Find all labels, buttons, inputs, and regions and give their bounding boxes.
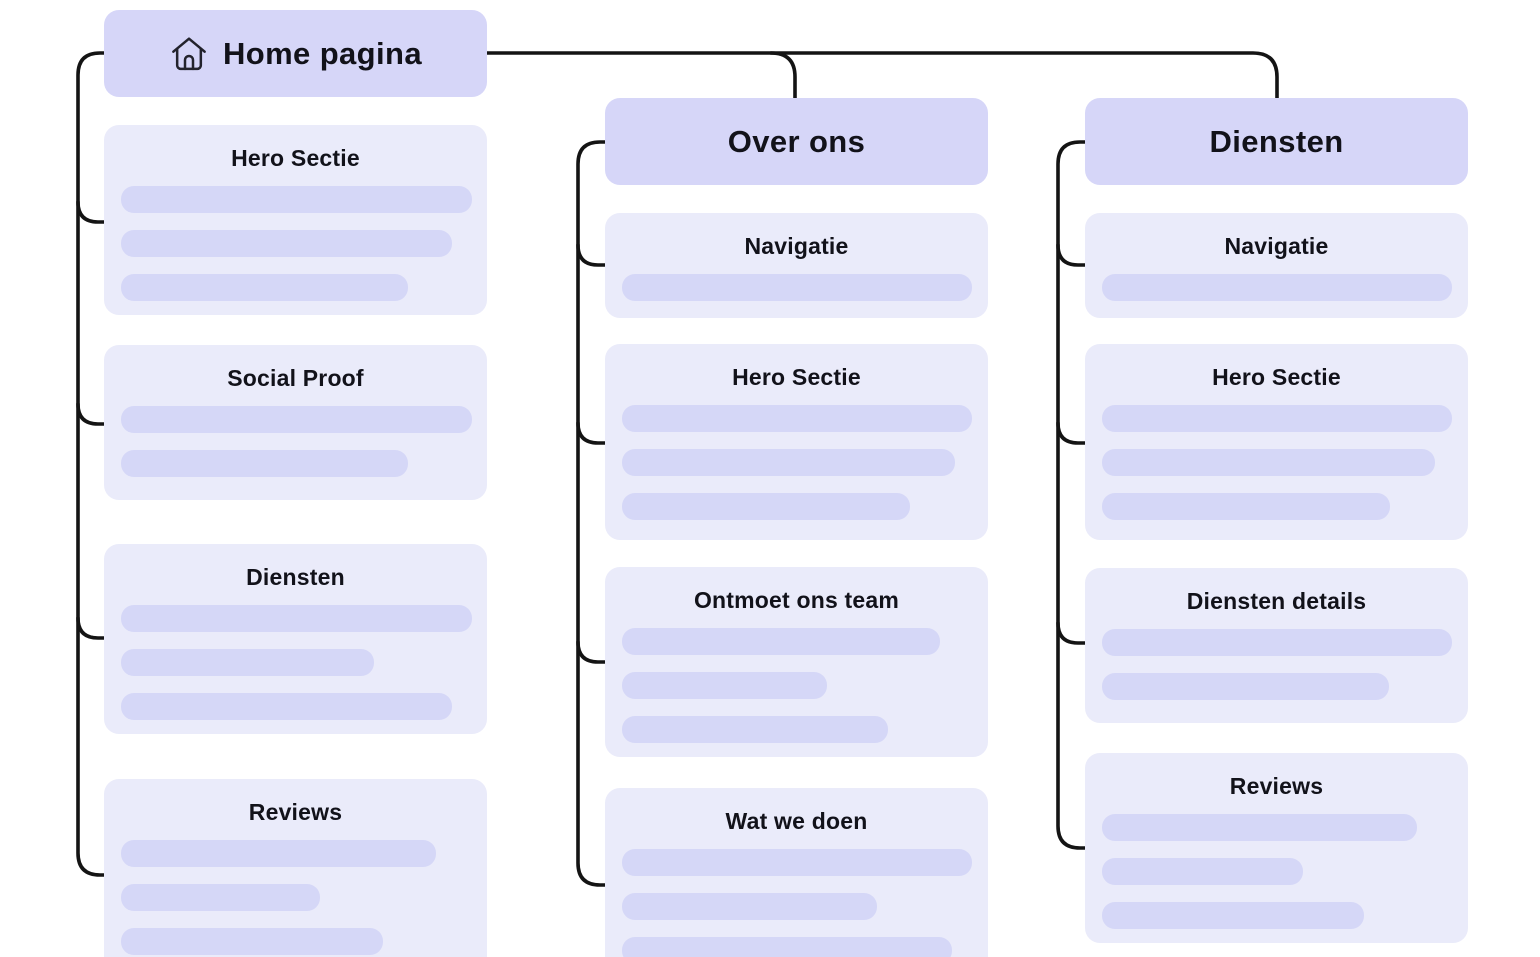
connector-path	[576, 421, 607, 445]
card-title: Wat we doen	[725, 808, 868, 834]
card-navigatie[interactable]: Navigatie	[605, 213, 988, 318]
placeholder-bar	[121, 186, 472, 213]
placeholder-bar	[121, 840, 436, 867]
connector-path	[76, 402, 106, 426]
node-label: Home pagina	[222, 35, 423, 71]
placeholder-bar	[622, 672, 827, 699]
node-diensten[interactable]: Diensten	[1085, 98, 1468, 185]
placeholder-bar	[121, 928, 383, 955]
placeholder-bar	[1102, 493, 1390, 520]
connector-path	[576, 640, 607, 664]
card-navigatie[interactable]: Navigatie	[1085, 213, 1468, 318]
placeholder-bar	[121, 649, 374, 676]
card-title: Diensten details	[1186, 588, 1367, 614]
placeholder-bar	[622, 405, 972, 432]
placeholder-bar	[121, 450, 408, 477]
card-title: Diensten	[246, 564, 345, 590]
card-title: Hero Sectie	[1212, 364, 1341, 390]
card-hero-sectie[interactable]: Hero Sectie	[104, 125, 487, 315]
card-wat-we-doen[interactable]: Wat we doen	[605, 788, 988, 957]
placeholder-bar	[622, 449, 955, 476]
placeholder-bar	[1102, 449, 1435, 476]
connector-path	[76, 616, 106, 640]
placeholder-bar	[622, 628, 940, 655]
placeholder-bar	[622, 274, 972, 301]
card-title: Ontmoet ons team	[693, 587, 900, 613]
card-reviews[interactable]: Reviews	[104, 779, 487, 957]
placeholder-bar	[622, 716, 888, 743]
card-hero-sectie[interactable]: Hero Sectie	[1085, 344, 1468, 540]
card-social-proof[interactable]: Social Proof	[104, 345, 487, 500]
placeholder-bar	[622, 849, 972, 876]
placeholder-bar	[622, 893, 877, 920]
connector-path	[576, 243, 607, 267]
placeholder-bar	[622, 937, 952, 957]
card-title: Hero Sectie	[231, 145, 360, 171]
placeholder-bar	[121, 406, 472, 433]
placeholder-bar	[622, 493, 910, 520]
placeholder-bar	[1102, 814, 1417, 841]
connector-path	[485, 51, 1279, 100]
card-title: Reviews	[248, 799, 343, 825]
connector-path	[76, 200, 106, 224]
card-reviews[interactable]: Reviews	[1085, 753, 1468, 943]
card-ontmoet-ons-team[interactable]: Ontmoet ons team	[605, 567, 988, 757]
card-title: Navigatie	[744, 233, 849, 259]
placeholder-bar	[1102, 274, 1452, 301]
home-icon	[169, 34, 209, 74]
placeholder-bar	[1102, 858, 1303, 885]
card-hero-sectie[interactable]: Hero Sectie	[605, 344, 988, 540]
card-title: Social Proof	[227, 365, 364, 391]
placeholder-bar	[121, 230, 452, 257]
placeholder-bar	[1102, 902, 1364, 929]
connector-path	[1056, 621, 1087, 645]
connector-path	[576, 140, 607, 887]
card-diensten-details[interactable]: Diensten details	[1085, 568, 1468, 723]
placeholder-bar	[1102, 673, 1389, 700]
connector-path	[1056, 140, 1087, 850]
placeholder-bar	[121, 693, 452, 720]
card-title: Reviews	[1229, 773, 1324, 799]
connector-path	[769, 51, 797, 100]
placeholder-bar	[121, 884, 320, 911]
card-title: Hero Sectie	[732, 364, 861, 390]
connector-path	[1056, 243, 1087, 267]
node-home-pagina[interactable]: Home pagina	[104, 10, 487, 97]
connector-path	[1056, 421, 1087, 445]
node-label: Over ons	[727, 123, 866, 159]
connector-path	[76, 51, 106, 877]
node-over-ons[interactable]: Over ons	[605, 98, 988, 185]
placeholder-bar	[1102, 629, 1452, 656]
node-label: Diensten	[1209, 123, 1344, 159]
placeholder-bar	[1102, 405, 1452, 432]
card-title: Navigatie	[1224, 233, 1329, 259]
placeholder-bar	[121, 605, 472, 632]
placeholder-bar	[121, 274, 408, 301]
card-diensten[interactable]: Diensten	[104, 544, 487, 734]
